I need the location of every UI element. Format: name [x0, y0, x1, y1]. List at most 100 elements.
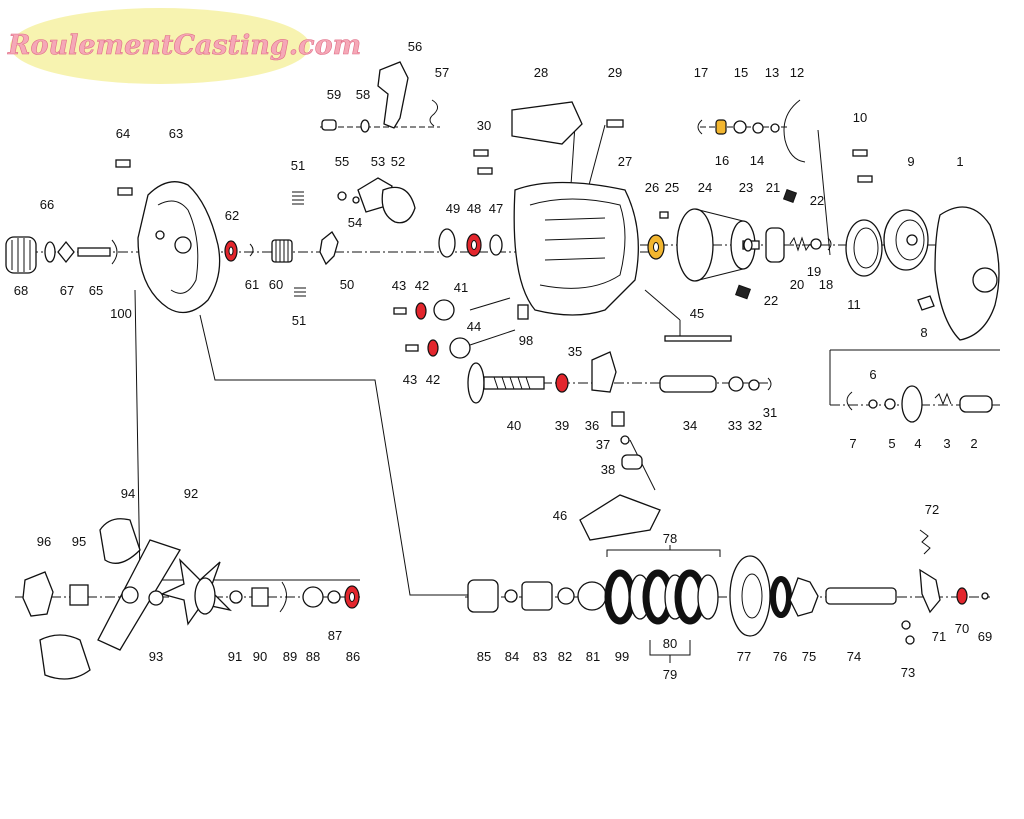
part-4-knob — [901, 385, 923, 423]
part-33-washer — [728, 376, 744, 392]
label-63: 63 — [169, 126, 183, 141]
label-46: 46 — [553, 508, 567, 523]
part-3-spring — [934, 392, 952, 406]
part-21-clutch — [765, 227, 785, 263]
label-85: 85 — [477, 649, 491, 664]
label-16: 16 — [715, 153, 729, 168]
label-61: 61 — [245, 277, 259, 292]
label-66: 66 — [40, 197, 54, 212]
part-6-washer — [868, 399, 878, 409]
label-78: 78 — [663, 531, 677, 546]
label-7: 7 — [849, 436, 856, 451]
label-55: 55 — [335, 154, 349, 169]
label-41: 41 — [454, 280, 468, 295]
part-99-drag-washer — [604, 569, 636, 625]
label-91: 91 — [228, 649, 242, 664]
handle-drive-group — [22, 518, 989, 680]
part-38-cap — [621, 454, 643, 470]
part-19-washer — [810, 238, 822, 250]
part-70-bearing — [956, 587, 968, 605]
part-76-drag-washer — [770, 576, 792, 618]
part-47-washer — [489, 234, 503, 256]
label-71: 71 — [932, 629, 946, 644]
label-69: 69 — [978, 629, 992, 644]
part-27-frame — [513, 181, 639, 316]
part-5-washer — [884, 398, 896, 410]
label-28: 28 — [534, 65, 548, 80]
label-8: 8 — [920, 325, 927, 340]
label-89: 89 — [283, 649, 297, 664]
part-85-collar — [467, 579, 499, 613]
part-12-spring-wire — [783, 99, 806, 163]
part-64-screw — [115, 159, 131, 168]
left-side-plate-group — [5, 159, 339, 314]
part-22-pin-bottom — [735, 284, 751, 300]
label-84: 84 — [505, 649, 519, 664]
label-10: 10 — [853, 110, 867, 125]
part-41-gear — [433, 299, 455, 321]
label-18: 18 — [819, 277, 833, 292]
label-81: 81 — [586, 649, 600, 664]
part-98-screw — [517, 304, 529, 320]
label-75: 75 — [802, 649, 816, 664]
label-86: 86 — [346, 649, 360, 664]
label-44: 44 — [467, 319, 481, 334]
part-74-drive-shaft — [825, 587, 897, 605]
label-83: 83 — [533, 649, 547, 664]
part-40-worm-shaft — [467, 362, 545, 404]
part-66-washer — [44, 241, 56, 263]
part-22-pin-top — [782, 188, 798, 204]
part-84-washer — [504, 589, 518, 603]
label-73: 73 — [901, 665, 915, 680]
label-31: 31 — [763, 405, 777, 420]
part-8-knob — [917, 295, 935, 311]
part-43-screw-a — [393, 307, 407, 315]
label-15: 15 — [734, 65, 748, 80]
part-17-clip — [697, 119, 703, 135]
label-87: 87 — [328, 628, 342, 643]
label-43-a: 43 — [392, 278, 406, 293]
label-88: 88 — [306, 649, 320, 664]
part-82-washer — [557, 587, 575, 605]
label-68: 68 — [14, 283, 28, 298]
part-71-anti-reverse — [919, 568, 941, 614]
part-18-clip — [827, 237, 832, 251]
label-6: 6 — [869, 367, 876, 382]
part-56-clutch-lever — [377, 61, 409, 129]
part-23-collar — [743, 238, 753, 252]
part-75-ratchet — [789, 577, 819, 617]
label-92: 92 — [184, 486, 198, 501]
label-2: 2 — [970, 436, 977, 451]
part-20-spring — [789, 236, 811, 252]
label-25: 25 — [665, 180, 679, 195]
part-89-clicker — [279, 581, 287, 613]
label-12: 12 — [790, 65, 804, 80]
label-23: 23 — [739, 180, 753, 195]
part-73-screw-b — [905, 635, 915, 645]
label-33: 33 — [728, 418, 742, 433]
label-94: 94 — [121, 486, 135, 501]
part-57-spring — [429, 99, 438, 127]
part-54-washer — [352, 196, 360, 204]
label-77: 77 — [737, 649, 751, 664]
label-38: 38 — [601, 462, 615, 477]
part-15-washer — [733, 120, 747, 134]
part-88-washer — [302, 586, 324, 608]
part-9-brake-assembly — [883, 209, 929, 271]
label-45: 45 — [690, 306, 704, 321]
label-49: 49 — [446, 201, 460, 216]
part-30-screw-b — [477, 167, 493, 175]
label-1: 1 — [956, 154, 963, 169]
label-14: 14 — [750, 153, 764, 168]
label-65: 65 — [89, 283, 103, 298]
label-22-bottom: 22 — [764, 293, 778, 308]
label-56: 56 — [408, 39, 422, 54]
label-80: 80 — [663, 636, 677, 651]
part-68-drag-cap — [5, 236, 37, 274]
logo: RoulementCasting.com — [7, 8, 362, 84]
label-26: 26 — [645, 180, 659, 195]
label-95: 95 — [72, 534, 86, 549]
part-100-clip — [111, 239, 118, 265]
part-95-nut — [69, 584, 89, 606]
